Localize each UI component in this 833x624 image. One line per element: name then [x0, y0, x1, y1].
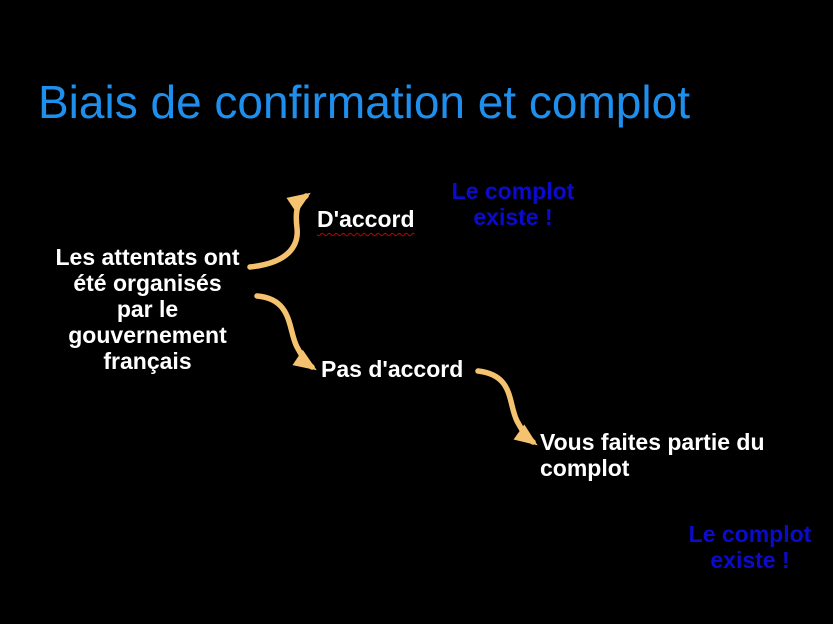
agree-label-text: D'accord — [317, 206, 415, 232]
arrow-premise-to-disagree-icon — [254, 293, 317, 371]
arrow-disagree-to-outcome-icon — [475, 368, 538, 446]
conclusion-text: Le complot existe ! — [688, 521, 812, 573]
page-title: Biais de confirmation et complot — [38, 75, 690, 128]
disagree-outcome-text: Vous faites partie du complot — [540, 429, 765, 481]
agree-label: D'accord — [317, 180, 415, 232]
arrow-premise-to-agree-icon — [247, 192, 311, 270]
agree-outcome-text: Le complot existe ! — [451, 178, 575, 230]
disagree-label: Pas d'accord — [321, 356, 464, 382]
premise-text: Les attentats ont été organisés par le g… — [55, 244, 240, 374]
